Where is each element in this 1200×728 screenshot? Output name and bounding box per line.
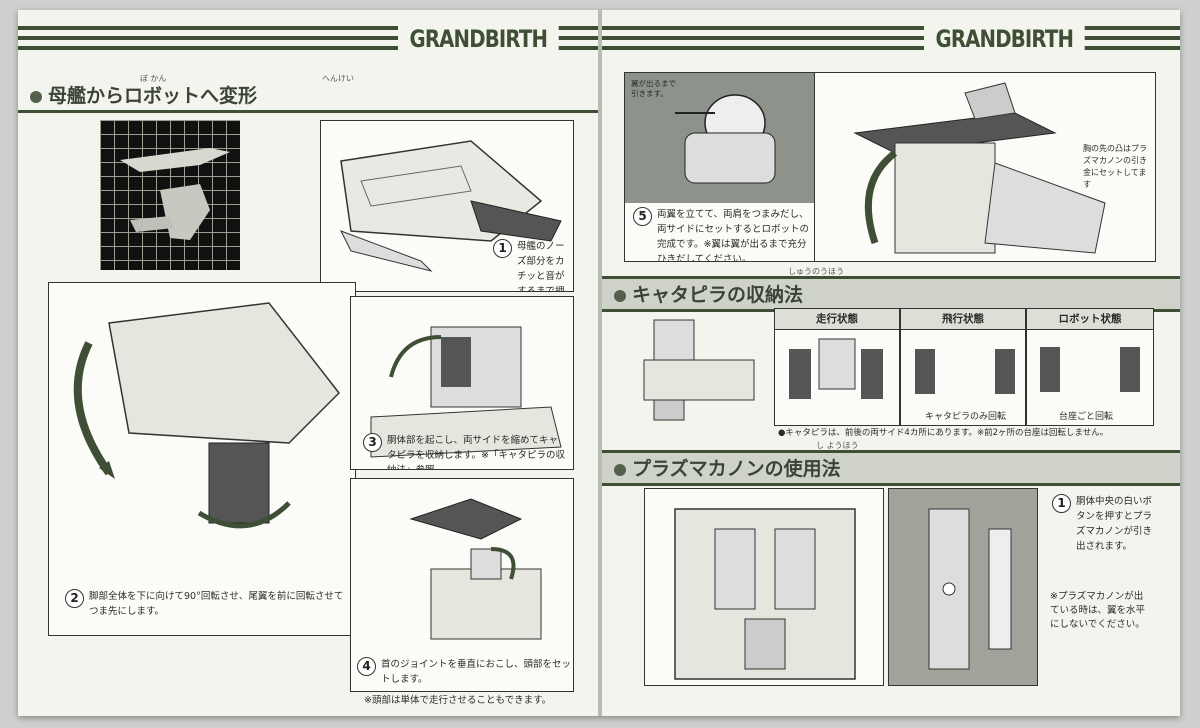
leg-rotate-illustration bbox=[73, 302, 340, 529]
plasma-step1-text: 1 胴体中央の白いボタンを押すとプラズマカノンが引き出されます。 bbox=[1052, 494, 1156, 554]
caterpillar-robot-panel bbox=[624, 310, 774, 424]
bullet-icon bbox=[614, 464, 626, 476]
instruction-sheet: GRANDBIRTH 母艦からロボットへ変形 ぼ かん へんけい 1 bbox=[18, 10, 1180, 716]
robot-front-illustration bbox=[674, 508, 856, 680]
grid-illustration bbox=[100, 120, 240, 270]
table-caption: 台座ごと回転 bbox=[1059, 412, 1114, 422]
step-number: 2 bbox=[65, 589, 84, 608]
step1-text: 1 母艦のノーズ部分をカチッと音がするまで押し込みます。 bbox=[493, 239, 573, 292]
wing-pull-illustration bbox=[625, 73, 815, 203]
page-gutter bbox=[598, 10, 602, 716]
caterpillar-table: 走行状態 飛行状態 ロボット状態 キャタピラのみ回転 台座ごと回転 bbox=[774, 308, 1154, 426]
step-text: 首のジョイントを垂直におこし、頭部をセットします。 bbox=[381, 659, 572, 685]
step-number: 1 bbox=[493, 239, 512, 258]
step4-text: 4 首のジョイントを垂直におこし、頭部をセットします。 bbox=[357, 657, 572, 687]
caterpillar-note: ●キャタピラは、前後の両サイド4カ所にあります。※前2ヶ所の台座は回転しません。 bbox=[778, 428, 1109, 438]
header-stripe bbox=[18, 26, 598, 30]
step-number: 3 bbox=[363, 433, 382, 452]
wing-callout: 翼が出るまで引きます。 bbox=[631, 79, 676, 98]
robot-complete-panel: 胸の先の凸はプラズマカノンの引き金にセットしてます bbox=[814, 72, 1156, 262]
plasma-callout: 胸の先の凸はプラズマカノンの引き金にセットしてます bbox=[1083, 144, 1147, 189]
bullet-icon bbox=[614, 290, 626, 302]
left-page: GRANDBIRTH 母艦からロボットへ変形 ぼ かん へんけい 1 bbox=[18, 10, 598, 716]
ruby-text: しゅうのうほう bbox=[788, 267, 844, 276]
nose-push-illustration bbox=[339, 140, 562, 272]
header-stripe bbox=[18, 36, 598, 40]
header-stripe bbox=[602, 36, 1180, 40]
step-text: 胴体部を起こし、両サイドを縮めてキャタピラを収納します。※「キャタピラの収納法」… bbox=[387, 435, 566, 469]
step-number: 1 bbox=[1052, 494, 1071, 513]
step4-panel: 4 首のジョイントを垂直におこし、頭部をセットします。 bbox=[350, 478, 574, 692]
ruby-text: し ようほう bbox=[816, 441, 859, 450]
plasma-robot-panel bbox=[644, 488, 884, 686]
step3-panel: 3 胴体部を起こし、両サイドを縮めてキャタピラを収納します。※「キャタピラの収納… bbox=[350, 296, 574, 470]
robot-side-illustration bbox=[643, 319, 755, 421]
table-divider bbox=[899, 309, 901, 425]
table-header: 飛行状態 bbox=[901, 309, 1025, 330]
table-header: 走行状態 bbox=[775, 309, 899, 330]
right-page: GRANDBIRTH 翼が出るまで引きます。 5 両翼を立てて、両肩をつまみだし… bbox=[602, 10, 1180, 716]
step2-panel: 2 脚部全体を下に向けて90°回転させ、尾翼を前に回転させてつま先にします。 bbox=[48, 282, 356, 636]
section-title-text: キャタピラの収納法 bbox=[632, 284, 804, 306]
header-stripe bbox=[602, 46, 1180, 50]
head-set-illustration bbox=[409, 498, 542, 640]
step-text: 脚部全体を下に向けて90°回転させ、尾翼を前に回転させてつま先にします。 bbox=[89, 591, 344, 617]
step-number: 5 bbox=[633, 207, 652, 226]
step1-panel: 1 母艦のノーズ部分をカチッと音がするまで押し込みます。 bbox=[320, 120, 574, 292]
ruby-text: ぼ かん bbox=[140, 74, 167, 83]
ruby-text: へんけい bbox=[322, 74, 354, 83]
header-stripe bbox=[18, 46, 598, 50]
step3-text: 3 胴体部を起こし、両サイドを縮めてキャタピラを収納します。※「キャタピラの収納… bbox=[363, 433, 567, 469]
step5-text: 5 両翼を立てて、両肩をつまみだし、両サイドにセットするとロボットの完成です。※… bbox=[633, 207, 812, 262]
caterpillar-states-illustration bbox=[789, 338, 1140, 399]
table-divider bbox=[1025, 309, 1027, 425]
step-number: 4 bbox=[357, 657, 376, 676]
brand-logo: GRANDBIRTH bbox=[924, 24, 1085, 54]
brand-logo: GRANDBIRTH bbox=[398, 24, 559, 54]
section-title-transform: 母艦からロボットへ変形 bbox=[18, 80, 598, 113]
table-caption: キャタピラのみ回転 bbox=[925, 412, 1007, 422]
section-title-caterpillar: キャタピラの収納法 bbox=[602, 276, 1180, 312]
step2-text: 2 脚部全体を下に向けて90°回転させ、尾翼を前に回転させてつま先にします。 bbox=[65, 589, 351, 619]
section-title-text: 母艦からロボットへ変形 bbox=[48, 85, 258, 107]
step4-note: ※頭部は単体で走行させることもできます。 bbox=[364, 695, 552, 706]
step-text: 母艦のノーズ部分をカチッと音がするまで押し込みます。 bbox=[517, 241, 565, 292]
robot-illustration bbox=[853, 82, 1106, 254]
step-text: 胴体中央の白いボタンを押すとプラズマカノンが引き出されます。 bbox=[1076, 496, 1153, 552]
bullet-icon bbox=[30, 91, 42, 103]
section-title-text: プラズマカノンの使用法 bbox=[632, 458, 841, 480]
caterpillar-fold-illustration bbox=[370, 326, 562, 458]
plasma-cannon-illustration bbox=[928, 508, 1012, 670]
header-stripe bbox=[602, 26, 1180, 30]
step-text: 両翼を立てて、両肩をつまみだし、両サイドにセットするとロボットの完成です。※翼は… bbox=[657, 209, 810, 262]
section-title-plasma-cannon: プラズマカノンの使用法 bbox=[602, 450, 1180, 486]
plasma-closeup-panel bbox=[888, 488, 1038, 686]
table-header: ロボット状態 bbox=[1027, 309, 1153, 330]
mothership-silhouette bbox=[120, 148, 230, 240]
plasma-step1-note: ※プラズマカノンが出ている時は、翼を水平にしないでください。 bbox=[1050, 591, 1146, 630]
step5-panel: 翼が出るまで引きます。 5 両翼を立てて、両肩をつまみだし、両サイドにセットする… bbox=[624, 72, 816, 262]
